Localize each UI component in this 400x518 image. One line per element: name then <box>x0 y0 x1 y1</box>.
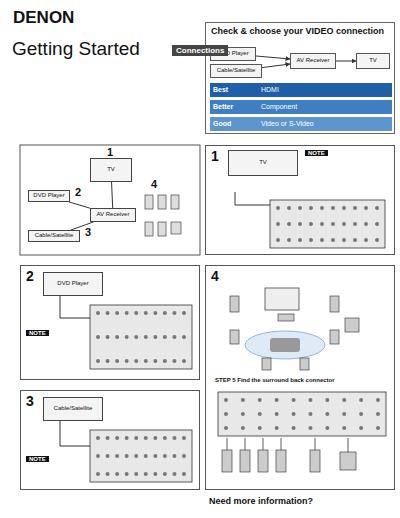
signal-connector <box>69 202 90 208</box>
page-title: Getting Started <box>12 38 140 60</box>
node-text: Video or S-Video <box>261 120 314 128</box>
node-text: HDMI <box>261 86 279 94</box>
step-panel: 2DVD Player <box>20 265 200 380</box>
node-heading: AV Receiver <box>297 57 330 64</box>
device-box: TV <box>356 53 390 69</box>
node-heading: TV <box>259 159 267 166</box>
panel-frame <box>20 145 200 255</box>
note-tag: NOTE <box>26 456 49 462</box>
node-heading: Cable/Satellite <box>35 232 74 239</box>
node-heading: TV <box>107 166 115 173</box>
receiver-rear <box>218 392 386 436</box>
cable <box>235 192 270 205</box>
help-heading: Need more information? <box>208 496 314 506</box>
node-heading: AV Receiver <box>97 211 130 218</box>
speaker-set <box>145 195 181 236</box>
device-box: Cable/Satellite <box>210 64 262 78</box>
device-box: Cable/Satellite <box>43 397 103 421</box>
node-heading: Check & choose your VIDEO connection <box>211 26 389 37</box>
device-box: DVD Player <box>28 190 70 202</box>
callout-number: 2 <box>74 186 82 198</box>
callout-number: 1 <box>106 146 114 158</box>
node-heading: Best <box>213 86 247 94</box>
callout-number: 4 <box>150 178 158 190</box>
step-note: STEP 5 Find the surround back connector <box>214 377 336 383</box>
node-heading: Better <box>213 103 247 111</box>
device-box: AV Receiver <box>290 53 336 69</box>
note-tag: NOTE <box>26 330 49 336</box>
step-panel: Check & choose your VIDEO connectionDVD … <box>205 22 395 134</box>
node-heading: DVD Player <box>33 192 64 199</box>
step-panel: 3Cable/Satellite <box>20 390 200 490</box>
node-heading: Cable/Satellite <box>54 405 93 412</box>
section-tag: Connections <box>172 45 228 56</box>
node-heading: TV <box>369 57 377 64</box>
device-box: Cable/Satellite <box>28 230 80 242</box>
node-heading: Good <box>213 120 247 128</box>
node-heading: Cable/Satellite <box>217 67 256 74</box>
cable <box>60 421 90 446</box>
receiver-rear <box>270 200 385 248</box>
device-box: DVD Player <box>43 272 103 296</box>
signal-connector <box>336 61 356 62</box>
brand-logo: DENON <box>12 8 75 28</box>
device-box: TV <box>228 150 298 176</box>
signal-connector <box>256 56 290 59</box>
receiver-rear <box>90 305 192 369</box>
speaker-wire <box>227 438 348 452</box>
node-text: Component <box>261 103 297 111</box>
node-heading: 4 <box>211 268 389 285</box>
quality-band: Best HDMI <box>210 83 392 97</box>
step-panel: 1TV <box>205 145 395 255</box>
device-box: TV <box>90 158 132 182</box>
quality-band: Better Component <box>210 100 392 114</box>
cable <box>60 296 90 318</box>
receiver-rear <box>90 430 192 482</box>
signal-connector <box>112 182 113 208</box>
signal-connector <box>262 64 290 68</box>
speaker-row <box>222 450 356 472</box>
speaker-room <box>230 288 359 370</box>
node-heading: DVD Player <box>57 280 88 287</box>
device-box: AV Receiver <box>90 208 136 222</box>
note-tag: NOTE <box>305 150 328 156</box>
quality-band: Good Video or S-Video <box>210 117 392 131</box>
callout-number: 3 <box>84 226 92 238</box>
